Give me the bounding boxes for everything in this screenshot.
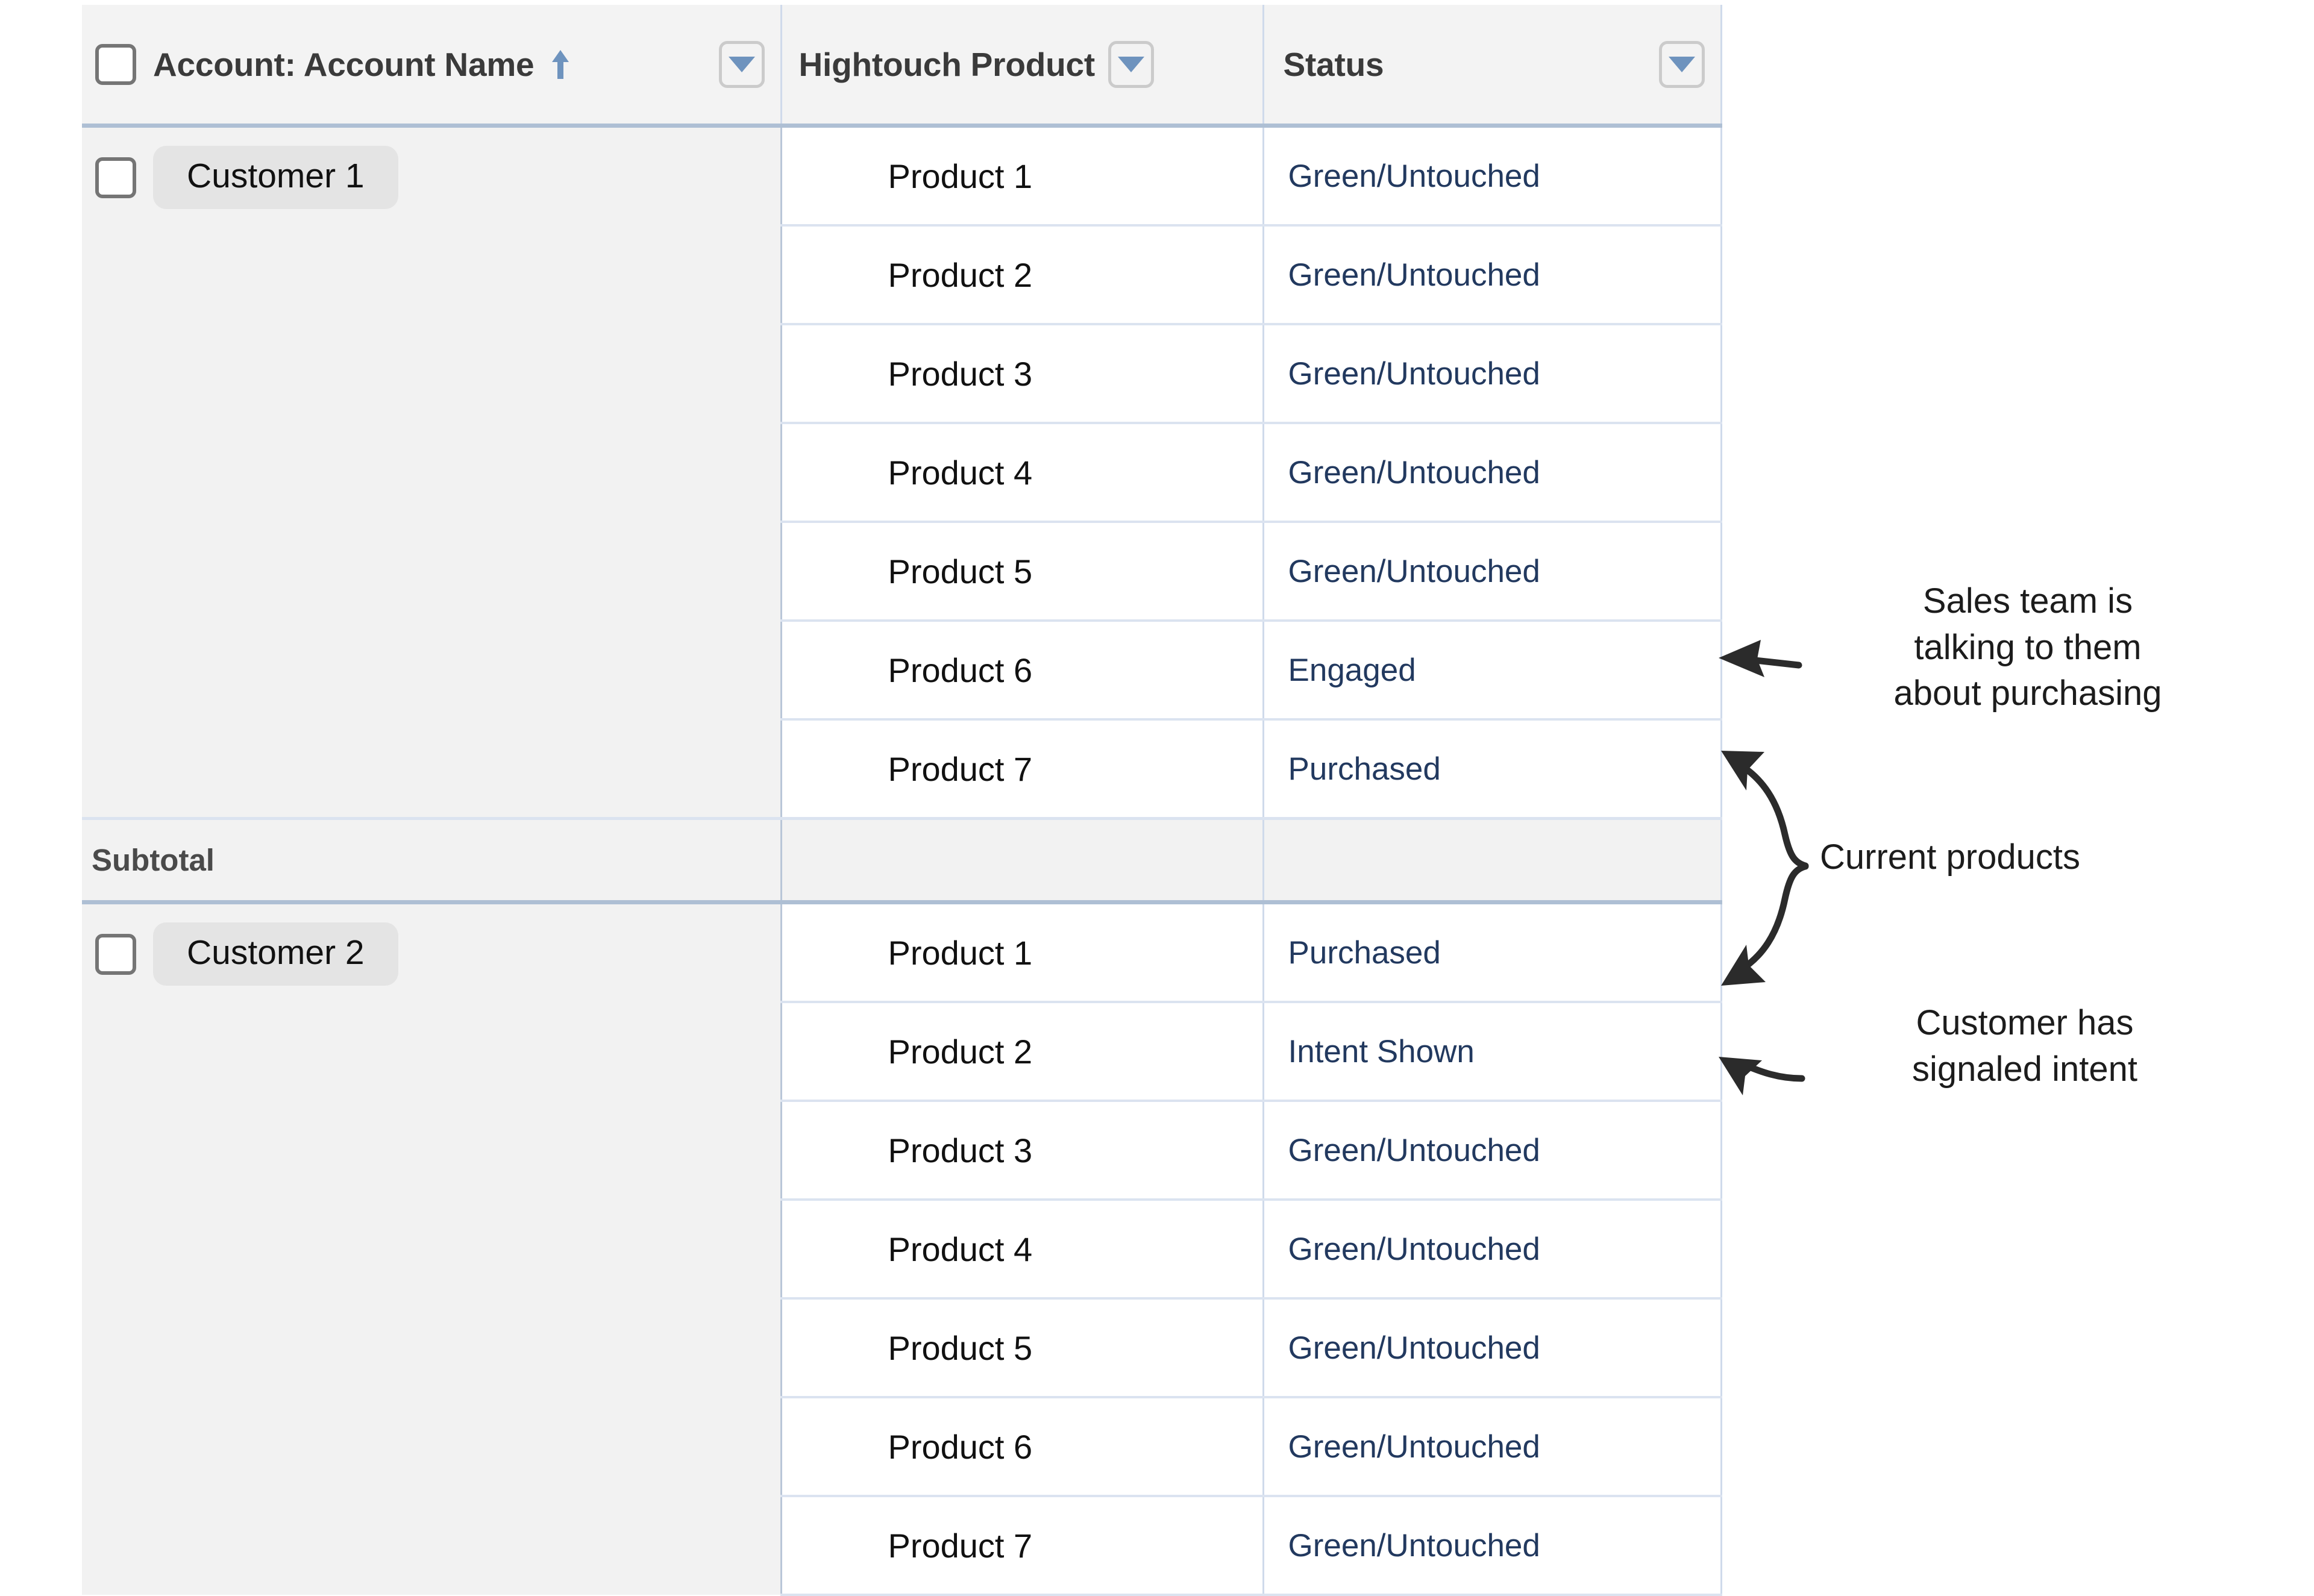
column-header-account-label: Account: Account Name bbox=[153, 45, 534, 84]
column-header-product[interactable]: Hightouch Product bbox=[781, 5, 1263, 126]
account-name-badge: Customer 1 bbox=[153, 146, 398, 209]
account-group-cell-2[interactable]: Customer 2 bbox=[82, 903, 781, 1595]
status-cell: Green/Untouched bbox=[1263, 423, 1721, 522]
annotation-signaled-intent: Customer has signaled intent bbox=[1808, 1000, 2242, 1092]
product-cell: Product 4 bbox=[781, 1200, 1263, 1298]
subtotal-label-cell: Subtotal bbox=[82, 819, 781, 903]
row-checkbox-customer-2[interactable] bbox=[95, 934, 136, 975]
status-cell: Green/Untouched bbox=[1263, 225, 1721, 324]
account-name-badge: Customer 2 bbox=[153, 922, 398, 986]
product-cell: Product 5 bbox=[781, 522, 1263, 621]
status-cell: Green/Untouched bbox=[1263, 522, 1721, 621]
subtotal-product-cell bbox=[781, 819, 1263, 903]
status-cell: Green/Untouched bbox=[1263, 1101, 1721, 1200]
product-cell: Product 6 bbox=[781, 621, 1263, 719]
product-cell: Product 7 bbox=[781, 719, 1263, 819]
status-cell: Engaged bbox=[1263, 621, 1721, 719]
table-body: Customer 1 Product 1 Green/Untouched Pro… bbox=[82, 126, 1721, 1595]
subtotal-label: Subtotal bbox=[82, 843, 215, 877]
annotation-current-products: Current products bbox=[1820, 834, 2212, 881]
product-cell: Product 3 bbox=[781, 324, 1263, 423]
arrow-to-intent-shown-row bbox=[1719, 1057, 1802, 1095]
select-all-checkbox[interactable] bbox=[95, 44, 136, 85]
product-cell: Product 2 bbox=[781, 225, 1263, 324]
status-cell: Green/Untouched bbox=[1263, 1200, 1721, 1298]
status-cell: Green/Untouched bbox=[1263, 324, 1721, 423]
status-cell: Green/Untouched bbox=[1263, 1298, 1721, 1397]
chevron-down-icon bbox=[1669, 57, 1695, 72]
status-cell: Green/Untouched bbox=[1263, 126, 1721, 226]
product-cell: Product 6 bbox=[781, 1397, 1263, 1496]
product-cell: Product 3 bbox=[781, 1101, 1263, 1200]
row-checkbox-customer-1[interactable] bbox=[95, 157, 136, 198]
table-row[interactable]: Customer 1 Product 1 Green/Untouched bbox=[82, 126, 1721, 226]
status-cell: Green/Untouched bbox=[1263, 1397, 1721, 1496]
sort-ascending-icon[interactable] bbox=[548, 46, 572, 83]
subtotal-status-cell bbox=[1263, 819, 1721, 903]
status-cell: Intent Shown bbox=[1263, 1002, 1721, 1101]
curly-brace-to-current-products bbox=[1721, 751, 1805, 986]
product-cell: Product 7 bbox=[781, 1496, 1263, 1595]
column-header-account[interactable]: Account: Account Name bbox=[82, 5, 781, 126]
product-cell: Product 2 bbox=[781, 1002, 1263, 1101]
status-cell: Purchased bbox=[1263, 719, 1721, 819]
column-header-status-label: Status bbox=[1284, 45, 1384, 84]
chevron-down-icon bbox=[729, 57, 755, 72]
column-menu-button-product[interactable] bbox=[1108, 41, 1154, 88]
account-group-cell-1[interactable]: Customer 1 bbox=[82, 126, 781, 819]
product-cell: Product 5 bbox=[781, 1298, 1263, 1397]
table-row[interactable]: Customer 2 Product 1 Purchased bbox=[82, 903, 1721, 1003]
column-header-product-label: Hightouch Product bbox=[799, 45, 1096, 84]
column-header-status[interactable]: Status bbox=[1263, 5, 1721, 126]
subtotal-row: Subtotal bbox=[82, 819, 1721, 903]
status-cell: Green/Untouched bbox=[1263, 1496, 1721, 1595]
report-table: Account: Account Name Hightouch Product bbox=[82, 5, 1722, 1596]
annotation-sales-team: Sales team is talking to them about purc… bbox=[1799, 578, 2257, 717]
product-cell: Product 4 bbox=[781, 423, 1263, 522]
chevron-down-icon bbox=[1118, 57, 1144, 72]
table-header: Account: Account Name Hightouch Product bbox=[82, 5, 1721, 126]
column-menu-button-account[interactable] bbox=[719, 41, 765, 88]
status-cell: Purchased bbox=[1263, 903, 1721, 1003]
column-menu-button-status[interactable] bbox=[1659, 41, 1705, 88]
product-cell: Product 1 bbox=[781, 903, 1263, 1003]
arrow-to-engaged-row bbox=[1719, 640, 1799, 677]
product-cell: Product 1 bbox=[781, 126, 1263, 226]
header-row: Account: Account Name Hightouch Product bbox=[82, 5, 1721, 126]
